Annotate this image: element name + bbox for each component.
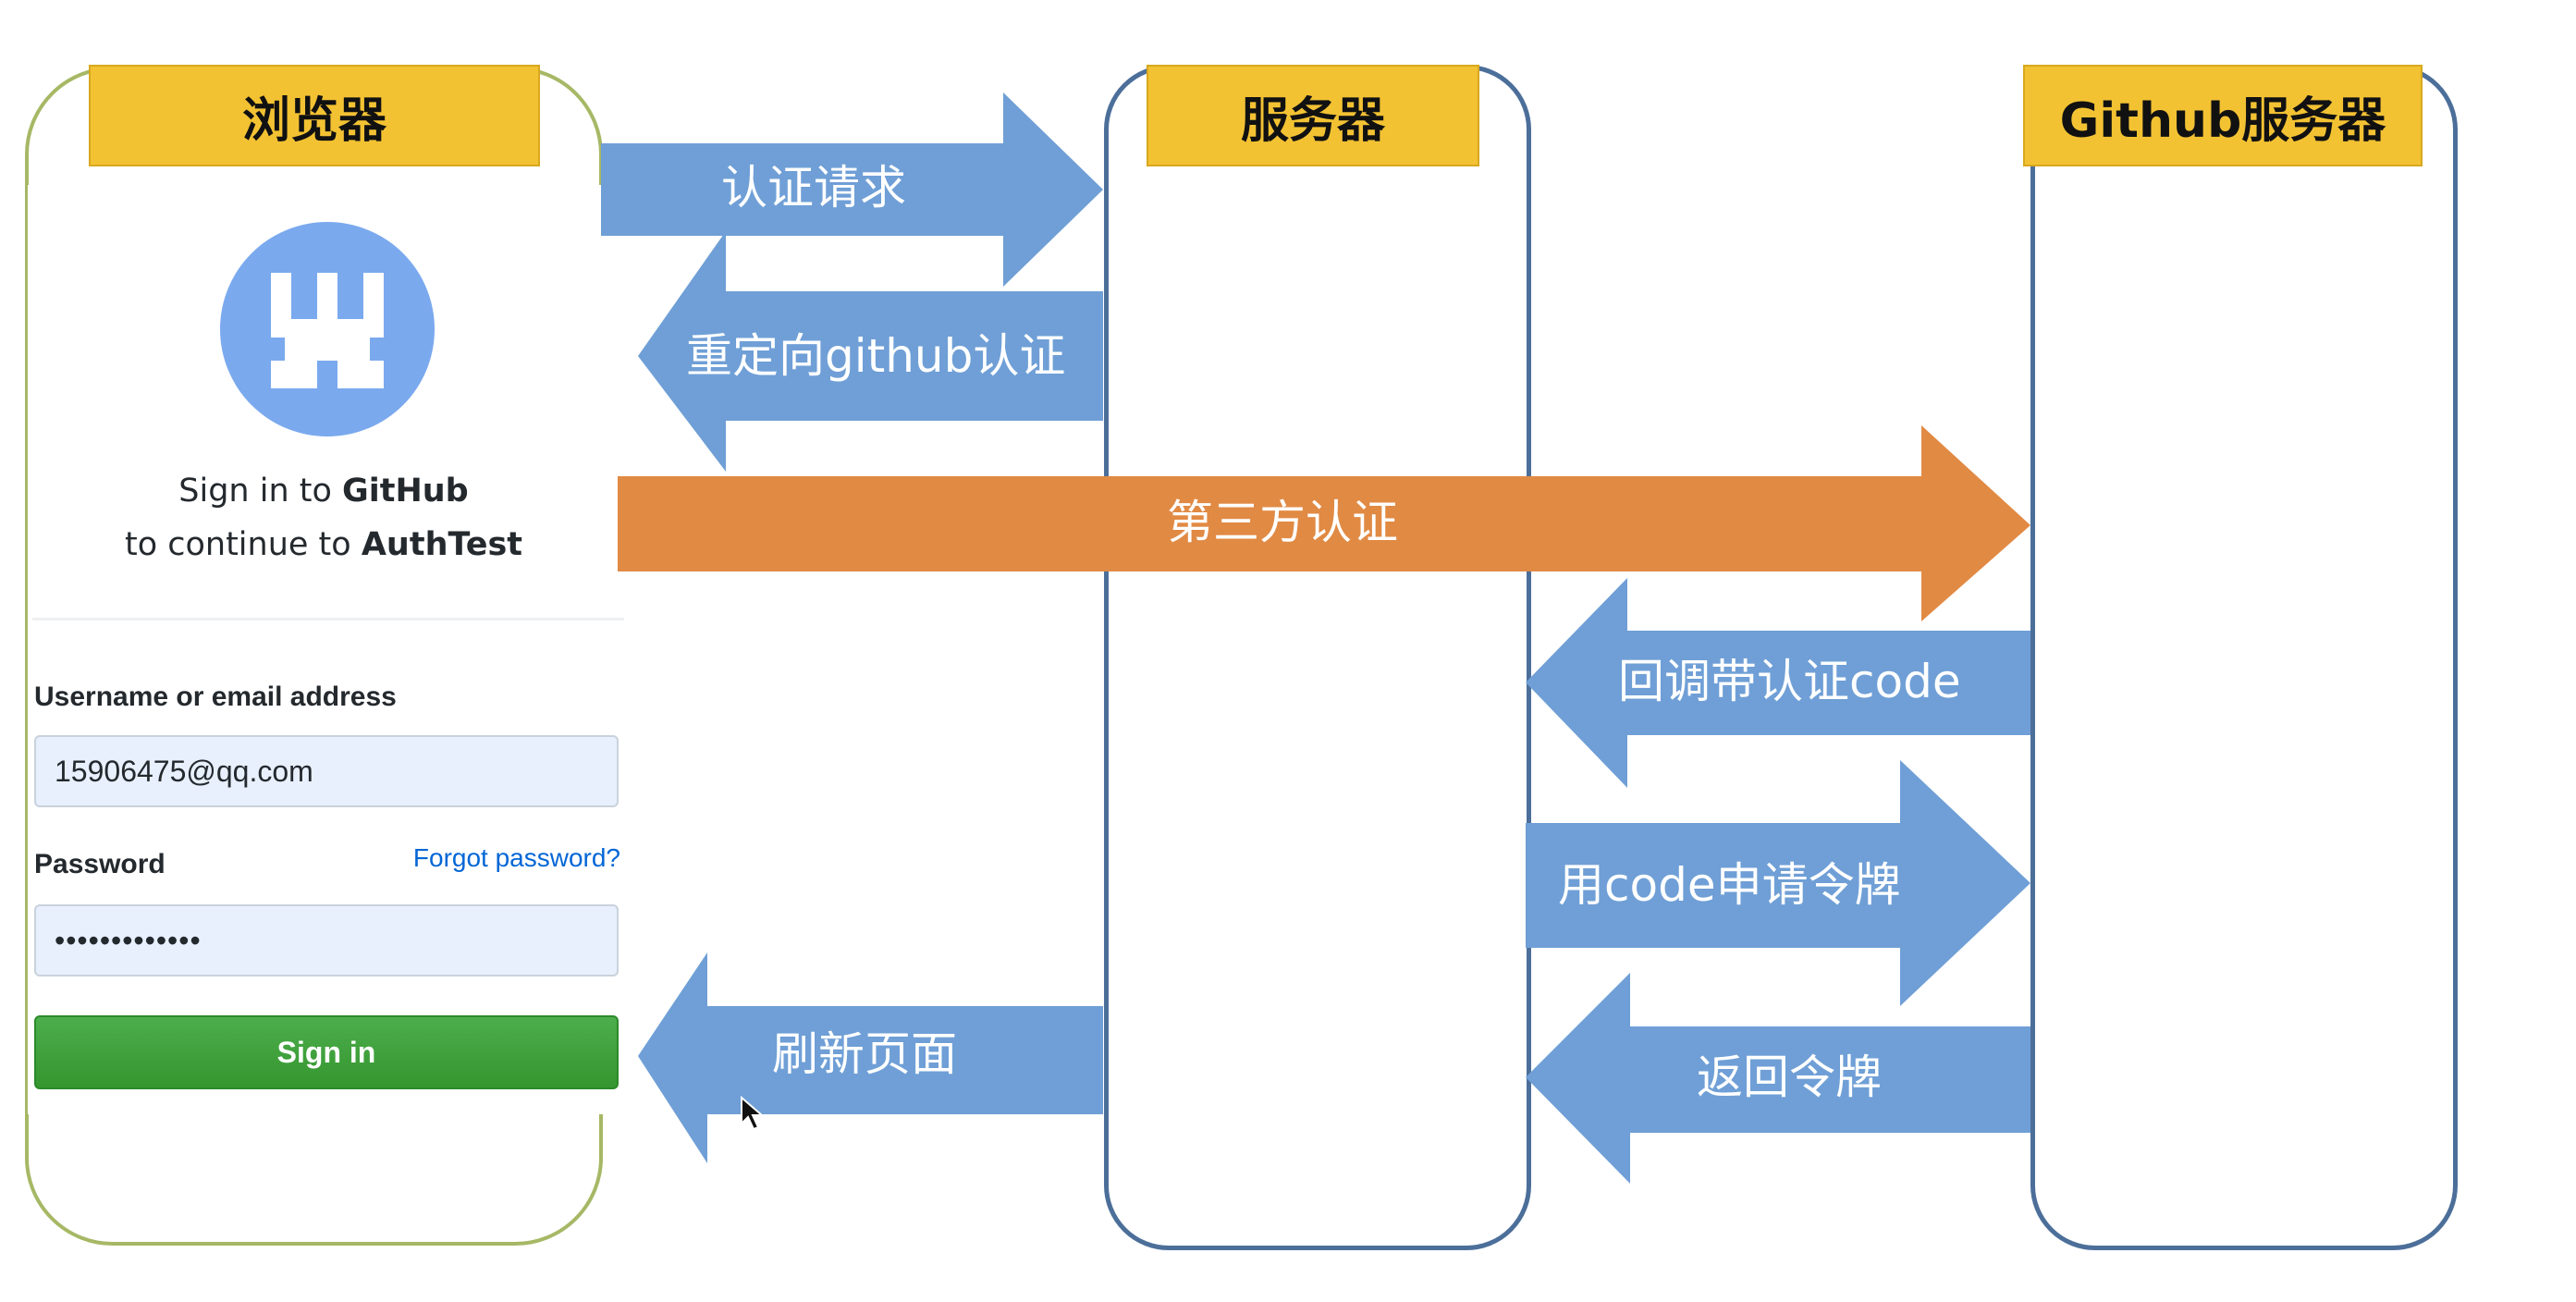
arrow-label-request-token: 用code申请令牌: [1558, 858, 1901, 912]
arrow-request-token: [1526, 760, 2030, 1006]
password-label: Password: [34, 849, 166, 879]
password-input[interactable]: •••••••••••••: [34, 904, 619, 976]
signin-heading-brand: GitHub: [342, 473, 469, 510]
arrow-label-return-token: 返回令牌: [1697, 1050, 1882, 1104]
username-input[interactable]: 15906475@qq.com: [34, 735, 619, 807]
arrow-third-party-auth: [618, 425, 2030, 621]
arrow-redirect-github: [638, 231, 1103, 472]
signin-heading: Sign in to GitHub to continue to AuthTes…: [55, 464, 592, 571]
arrow-label-callback-code: 回调带认证code: [1618, 655, 1961, 708]
signin-heading-prefix: Sign in to: [178, 473, 343, 510]
username-label: Username or email address: [34, 682, 397, 712]
signin-subtitle-prefix: to continue to: [124, 526, 362, 563]
mouse-cursor-icon: [741, 1096, 765, 1131]
server-header: 服务器: [1147, 65, 1479, 166]
browser-header: 浏览器: [89, 65, 540, 166]
arrow-label-third-party-auth: 第三方认证: [1167, 496, 1398, 549]
app-logo-icon: [220, 222, 435, 436]
github-server-header: Github服务器: [2023, 65, 2423, 166]
divider: [32, 618, 624, 620]
arrow-label-auth-request: 认证请求: [721, 161, 906, 215]
arrow-auth-request: [601, 92, 1103, 287]
arrow-callback-code: [1526, 578, 2030, 788]
signin-subtitle-app: AuthTest: [361, 526, 523, 563]
forgot-password-link[interactable]: Forgot password?: [412, 843, 620, 872]
arrow-label-redirect-github: 重定向github认证: [686, 329, 1066, 383]
sign-in-button[interactable]: Sign in: [34, 1015, 619, 1089]
arrow-label-refresh-page: 刷新页面: [772, 1027, 957, 1081]
arrow-return-token: [1526, 973, 2030, 1184]
